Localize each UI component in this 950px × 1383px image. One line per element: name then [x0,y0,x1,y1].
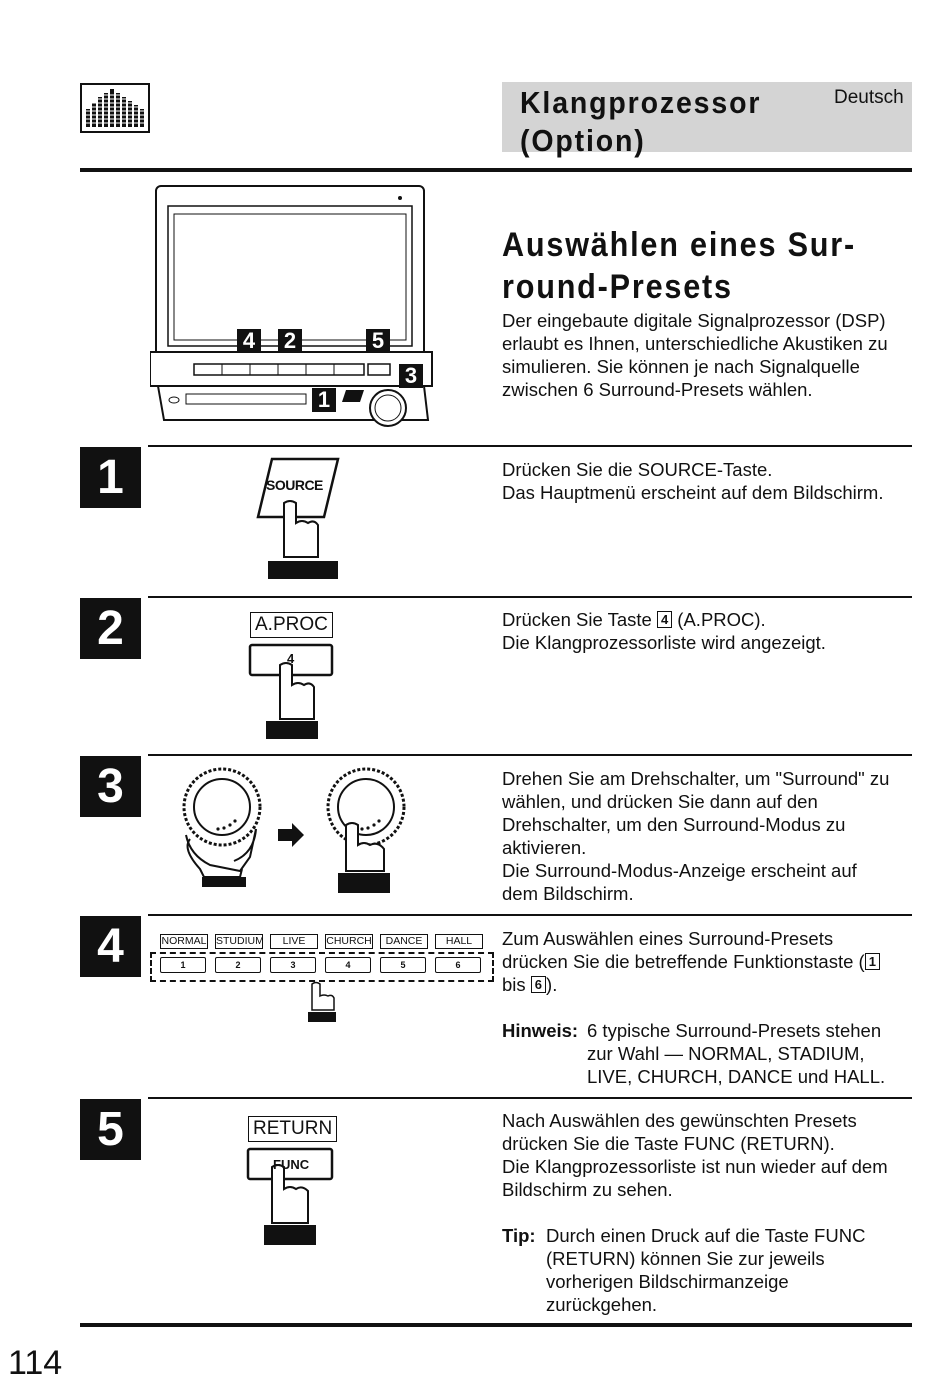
step-rule [148,1097,912,1099]
tip-text: Durch einen Druck auf die Taste FUNC (RE… [546,1225,866,1315]
preset-label: HALL [435,934,483,949]
step-2-text: Drücken Sie Taste 4 (A.PROC). Die Klangp… [502,609,826,653]
step-number-box: 2 [80,598,141,659]
function-key-5[interactable]: 5 [380,957,426,973]
function-key-2[interactable]: 2 [215,957,261,973]
preset-dashed-frame [150,952,494,982]
key-4-box: 4 [656,611,673,628]
footer-rule [80,1323,912,1327]
preset-label: LIVE [270,934,318,949]
note-label: Hinweis: [502,1020,579,1041]
header-title-box [502,82,912,152]
button-4-press [248,643,334,739]
step-rule [148,754,912,756]
preset-label: NORMAL [160,934,208,949]
step-rule [148,445,912,447]
function-key-3[interactable]: 3 [270,957,316,973]
func-button-press [246,1147,334,1245]
func-button-label: FUNC [273,1157,310,1172]
section-title: Auswählen eines Sur- round-Presets [502,226,856,306]
page-number: 114 [8,1344,63,1382]
step-number-box: 3 [80,756,141,817]
language-label: Deutsch [834,87,904,108]
equalizer-icon [80,83,150,133]
step-number-box: 1 [80,447,141,508]
button-4-label: 4 [287,651,295,666]
key-1-box: 1 [864,953,880,970]
step-4-text: Zum Auswählen eines Surround-Presets drü… [502,927,880,996]
preset-label: STUDIUM [215,934,264,949]
preset-label: DANCE [380,934,428,949]
page-title: Klangprozessor (Option) [520,85,762,158]
a-proc-label: A.PROC [250,612,333,638]
intro-text: Der eingebaute digitale Signalprozessor … [502,310,888,400]
callout-1: 1 [312,388,336,412]
function-key-1[interactable]: 1 [160,957,206,973]
source-button-label: SOURCE [266,477,323,493]
return-label: RETURN [248,1116,338,1142]
key-6-box: 6 [530,976,547,993]
step-rule [148,596,912,598]
step-number-box: 5 [80,1099,141,1160]
callout-3: 3 [399,364,423,388]
callout-2: 2 [278,329,302,353]
step-number-box: 4 [80,916,141,977]
step-1-text: Drücken Sie die SOURCE-Taste. Das Hauptm… [502,459,884,503]
header-rule [80,168,912,172]
callout-4: 4 [237,329,261,353]
rotary-knob-illustration [182,767,406,893]
step-rule [148,914,912,916]
source-button-press [256,457,340,579]
finger-press-icon [308,981,336,1022]
tip-label: Tip: [502,1225,536,1246]
step-5-text: Nach Auswählen des gewünschten Presets d… [502,1110,888,1200]
preset-label: CHURCH [325,934,373,949]
function-key-6[interactable]: 6 [435,957,481,973]
note-text: 6 typische Surround-Presets stehen zur W… [587,1020,886,1087]
function-key-4[interactable]: 4 [325,957,371,973]
head-unit-illustration [150,185,433,427]
step-3-text: Drehen Sie am Drehschalter, um "Surround… [502,768,890,904]
callout-5: 5 [366,329,390,353]
